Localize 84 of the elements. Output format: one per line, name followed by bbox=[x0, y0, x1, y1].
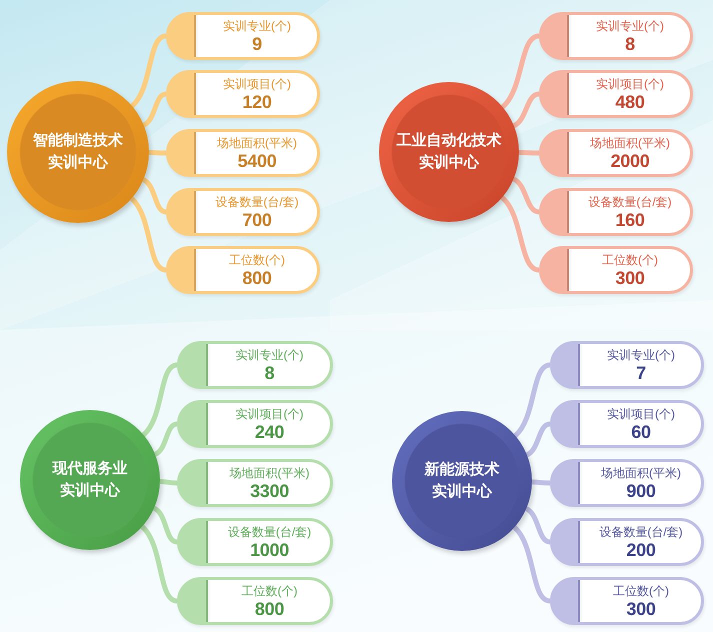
stat-pill bbox=[166, 129, 320, 177]
stat-label: 工位数(个) bbox=[613, 584, 669, 598]
stat-pill bbox=[177, 341, 333, 389]
connector-line bbox=[142, 92, 166, 128]
stat-pill bbox=[177, 518, 333, 566]
connector-line bbox=[532, 480, 550, 486]
stat-label: 实训项目(个) bbox=[607, 406, 675, 422]
stat-label: 工位数(个) bbox=[242, 584, 298, 598]
stat-value: 300 bbox=[615, 268, 645, 288]
hub-title: 新能源技术实训中心 bbox=[423, 460, 500, 502]
stat-value: 200 bbox=[626, 540, 656, 560]
stat-label: 场地面积(平米) bbox=[217, 136, 297, 150]
stat-pill bbox=[177, 577, 333, 625]
stat-label: 实训专业(个) bbox=[607, 348, 675, 362]
connector-line bbox=[500, 196, 540, 272]
stat-label: 实训专业(个) bbox=[223, 18, 291, 34]
stat-value: 480 bbox=[615, 92, 645, 112]
stat-label: 实训项目(个) bbox=[223, 76, 291, 92]
stat-pill bbox=[539, 188, 693, 236]
connector-line bbox=[513, 362, 551, 438]
connector-line bbox=[142, 362, 178, 437]
stat-label: 设备数量(台/套) bbox=[588, 194, 672, 210]
connector-line bbox=[160, 479, 178, 486]
stat-value: 700 bbox=[242, 210, 272, 230]
connector-line bbox=[512, 92, 540, 128]
connector-line bbox=[130, 196, 167, 272]
stat-pill bbox=[539, 246, 693, 294]
stat-pill bbox=[539, 12, 693, 60]
stat-label: 工位数(个) bbox=[229, 252, 285, 268]
stat-label: 设备数量(台/套) bbox=[599, 524, 683, 540]
stat-value: 160 bbox=[615, 210, 645, 230]
stat-pill bbox=[177, 459, 333, 507]
connector-line bbox=[148, 150, 166, 156]
stat-value: 300 bbox=[626, 598, 656, 618]
stat-pill bbox=[550, 400, 704, 448]
connector-line bbox=[142, 178, 166, 214]
stat-value: 9 bbox=[252, 34, 262, 54]
hub-title: 工业自动化技术实训中心 bbox=[396, 131, 502, 173]
stat-label: 设备数量(台/套) bbox=[228, 524, 312, 540]
stat-label: 实训项目(个) bbox=[236, 406, 304, 422]
stat-pill bbox=[539, 70, 693, 118]
stat-pill bbox=[166, 12, 320, 60]
connector-line bbox=[512, 526, 551, 604]
stat-value: 8 bbox=[264, 362, 274, 382]
stat-pill bbox=[550, 459, 704, 507]
stat-label: 实训专业(个) bbox=[596, 18, 664, 34]
hub-title: 智能制造技术实训中心 bbox=[32, 131, 124, 173]
stat-label: 工位数(个) bbox=[602, 252, 658, 268]
stat-value: 240 bbox=[254, 422, 284, 442]
stat-value: 8 bbox=[625, 34, 635, 54]
stat-value: 3300 bbox=[250, 480, 289, 500]
connector-line bbox=[524, 506, 550, 544]
connector-line bbox=[526, 422, 550, 458]
stat-label: 设备数量(台/套) bbox=[215, 194, 299, 210]
connector-line bbox=[512, 176, 540, 214]
connector-line bbox=[500, 34, 540, 109]
stat-value: 7 bbox=[636, 362, 646, 382]
stat-label: 场地面积(平米) bbox=[590, 136, 670, 150]
stat-value: 60 bbox=[631, 422, 651, 442]
stat-pill bbox=[539, 129, 693, 177]
stat-pill bbox=[166, 246, 320, 294]
hub-title: 现代服务业实训中心 bbox=[51, 459, 128, 501]
stat-value: 5400 bbox=[238, 150, 276, 170]
connector-line bbox=[140, 524, 178, 604]
stat-pill bbox=[550, 577, 704, 625]
stat-pill bbox=[550, 341, 704, 389]
stat-label: 场地面积(平米) bbox=[230, 466, 310, 480]
stat-value: 2000 bbox=[610, 150, 650, 170]
connector-line bbox=[154, 422, 178, 456]
stat-value: 800 bbox=[254, 598, 284, 618]
connector-line bbox=[130, 34, 167, 108]
stat-label: 实训项目(个) bbox=[596, 76, 664, 92]
stat-value: 1000 bbox=[250, 540, 289, 560]
stat-value: 120 bbox=[242, 92, 272, 112]
stat-pill bbox=[550, 518, 704, 566]
stat-pill bbox=[166, 70, 320, 118]
stat-label: 场地面积(平米) bbox=[601, 466, 681, 480]
stat-pill bbox=[166, 188, 320, 236]
connector-line bbox=[518, 150, 539, 156]
stat-value: 900 bbox=[626, 480, 656, 500]
stat-value: 800 bbox=[242, 268, 272, 288]
connector-line bbox=[152, 506, 178, 544]
stat-label: 实训专业(个) bbox=[236, 348, 304, 362]
stat-pill bbox=[177, 400, 333, 448]
